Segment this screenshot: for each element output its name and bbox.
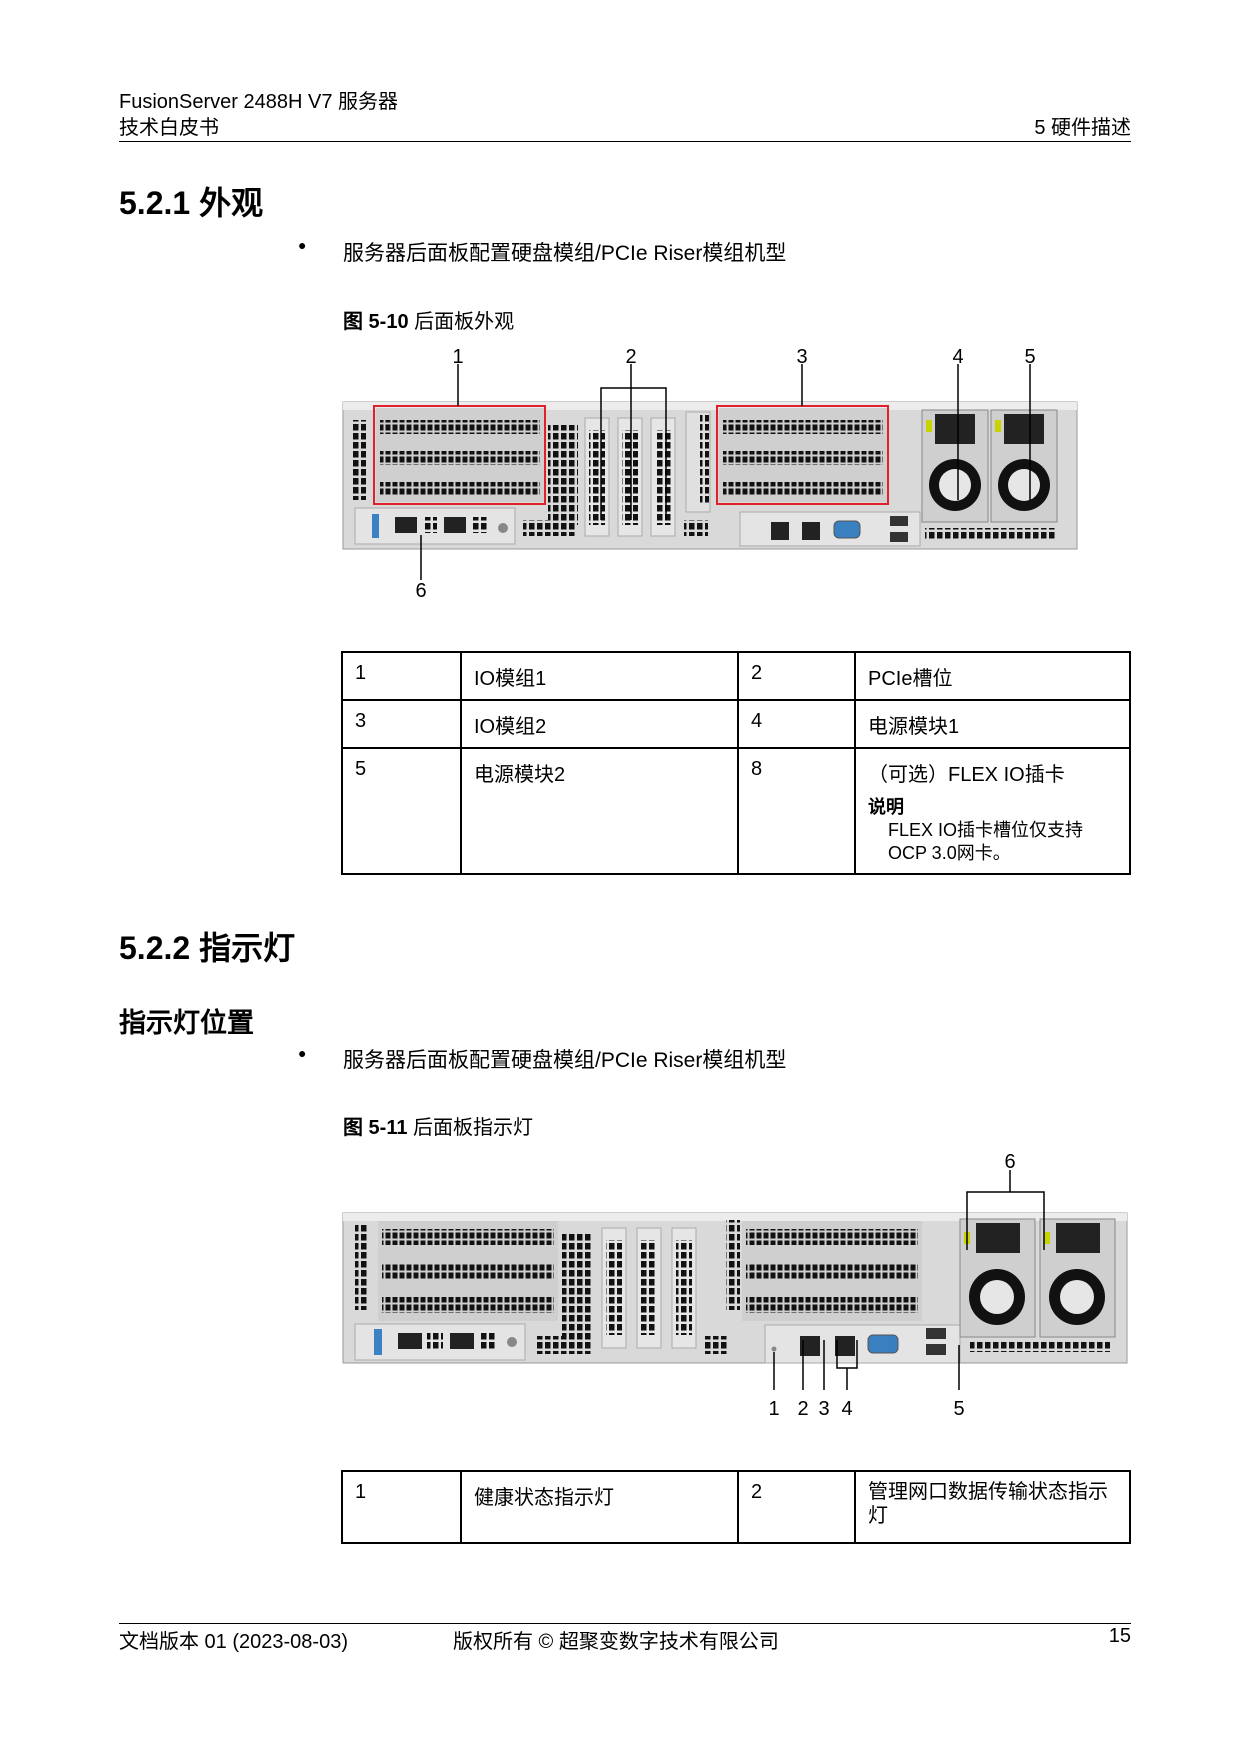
section-title-521: 5.2.1 外观 — [119, 185, 264, 221]
cell-number: 4 — [737, 699, 856, 749]
cell-number: 3 — [341, 699, 462, 749]
cell-desc: PCIe槽位 — [854, 651, 1131, 701]
network-port — [802, 522, 820, 540]
callout-4: 4 — [841, 1398, 852, 1420]
header-doc-type: 技术白皮书 — [119, 117, 219, 139]
usb-port — [890, 516, 908, 526]
header-chapter: 5 硬件描述 — [1034, 117, 1131, 139]
callout-3: 3 — [796, 346, 807, 368]
footer-version: 文档版本 01 (2023-08-03) — [119, 1631, 348, 1653]
usb-port — [926, 1344, 946, 1355]
vga-port — [833, 520, 861, 539]
footer-copyright: 版权所有 © 超聚变数字技术有限公司 — [453, 1631, 779, 1653]
usb-port — [926, 1328, 946, 1339]
callout-3: 3 — [818, 1398, 829, 1420]
section-title-522: 5.2.2 指示灯 — [119, 930, 296, 966]
health-indicator — [771, 1346, 777, 1352]
table-row: 5 电源模块2 8 （可选）FLEX IO插卡 说明 FLEX IO插卡槽位仅支… — [341, 747, 1131, 875]
legend-table-5-11: 1 健康状态指示灯 2 管理网口数据传输状态指示灯 — [341, 1470, 1131, 1544]
callout-1: 1 — [768, 1398, 779, 1420]
io-module-2 — [742, 1221, 922, 1321]
callout-6: 6 — [415, 580, 426, 602]
bullet-icon: ● — [298, 237, 307, 253]
psu-1 — [959, 1218, 1036, 1338]
bullet-text-521: 服务器后面板配置硬盘模组/PCIe Riser模组机型 — [343, 242, 787, 265]
flex-io-card — [354, 1323, 526, 1361]
rear-panel-figure: 1 2 3 4 5 6 — [342, 346, 1078, 602]
io-module-2 — [716, 405, 889, 505]
callout-5: 5 — [953, 1398, 964, 1420]
callout-2: 2 — [625, 346, 636, 368]
cell-desc: （可选）FLEX IO插卡 — [868, 764, 1065, 786]
header-rule — [119, 141, 1131, 142]
figure-label: 图 5-11 — [343, 1117, 408, 1139]
note-text-line2: OCP 3.0网卡。 — [888, 843, 1011, 863]
cell-desc: IO模组2 — [460, 699, 739, 749]
cell-number: 2 — [737, 1470, 856, 1544]
cell-desc: 健康状态指示灯 — [460, 1470, 739, 1544]
psu-1 — [921, 409, 989, 523]
pcie-slots — [584, 417, 676, 537]
rear-panel-indicator-figure: 1 2 3 4 5 6 — [342, 1151, 1128, 1420]
table-row: 1 健康状态指示灯 2 管理网口数据传输状态指示灯 — [341, 1470, 1131, 1544]
footer-page-number: 15 — [1108, 1625, 1131, 1647]
callout-lines — [773, 1170, 1045, 1390]
cell-desc: 管理网口数据传输状态指示灯 — [854, 1470, 1131, 1544]
network-port — [835, 1336, 855, 1356]
subsection-title: 指示灯位置 — [119, 1008, 254, 1038]
callout-lines — [420, 364, 1031, 580]
callout-2: 2 — [797, 1398, 808, 1420]
io-module-1 — [378, 1221, 558, 1321]
io-module-1 — [373, 405, 546, 505]
pcie-slots — [601, 1227, 697, 1349]
callout-6: 6 — [1004, 1151, 1015, 1173]
figure-caption-5-10: 图 5-10 后面板外观 — [343, 305, 514, 334]
cell-desc: 电源模块2 — [460, 747, 739, 875]
bullet-icon: ● — [298, 1045, 307, 1061]
cell-number: 2 — [737, 651, 856, 701]
cell-desc-with-note: （可选）FLEX IO插卡 说明 FLEX IO插卡槽位仅支持 OCP 3.0网… — [854, 747, 1131, 875]
psu-2 — [1039, 1218, 1116, 1338]
legend-table-5-10: 1 IO模组1 2 PCIe槽位 3 IO模组2 4 电源模块1 5 电源模块2… — [341, 651, 1131, 875]
bullet-text-522: 服务器后面板配置硬盘模组/PCIe Riser模组机型 — [343, 1049, 787, 1072]
psu-2 — [990, 409, 1058, 523]
cell-number: 1 — [341, 1470, 462, 1544]
usb-port — [890, 532, 908, 542]
figure-caption-text: 后面板指示灯 — [413, 1117, 534, 1139]
cell-desc: IO模组1 — [460, 651, 739, 701]
table-row: 3 IO模组2 4 电源模块1 — [341, 699, 1131, 749]
figure-caption-5-11: 图 5-11 后面板指示灯 — [343, 1111, 533, 1140]
figure-label: 图 5-10 — [343, 311, 409, 333]
header-product: FusionServer 2488H V7 服务器 — [119, 91, 399, 113]
cell-number: 5 — [341, 747, 462, 875]
callout-4: 4 — [952, 346, 963, 368]
cell-number: 8 — [737, 747, 856, 875]
table-row: 1 IO模组1 2 PCIe槽位 — [341, 651, 1131, 701]
note-text-line1: FLEX IO插卡槽位仅支持 — [888, 820, 1084, 840]
mgmt-port — [800, 1336, 820, 1356]
callout-5: 5 — [1024, 346, 1035, 368]
callout-1: 1 — [452, 346, 463, 368]
mgmt-port — [771, 522, 789, 540]
footer-rule — [119, 1623, 1131, 1624]
figure-caption-text: 后面板外观 — [414, 311, 515, 333]
flex-io-card — [354, 507, 516, 545]
cell-desc: 电源模块1 — [854, 699, 1131, 749]
note-title: 说明 — [868, 797, 904, 817]
cell-number: 1 — [341, 651, 462, 701]
vga-port — [867, 1334, 899, 1354]
